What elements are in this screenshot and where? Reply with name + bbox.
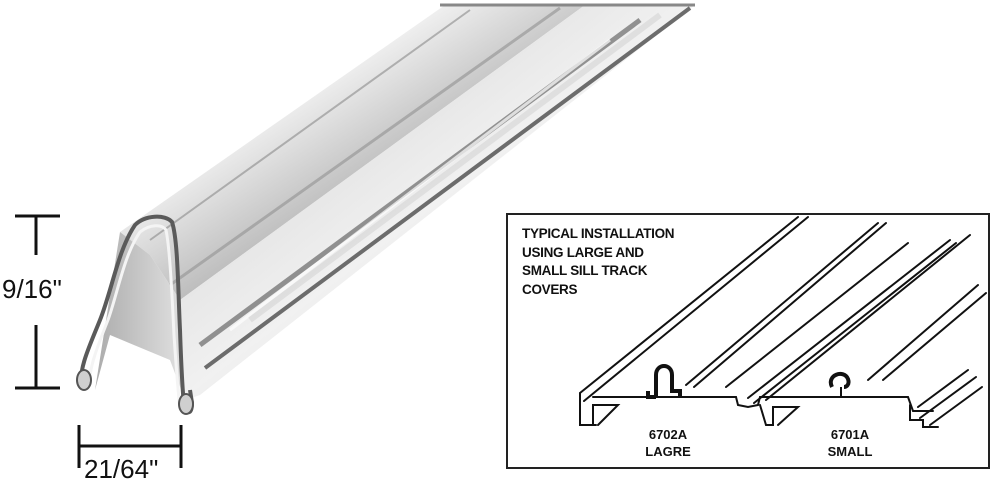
part-label-large: 6702A LAGRE xyxy=(628,426,708,460)
part-size-large: LAGRE xyxy=(645,444,691,459)
inset-title-line-2: USING LARGE AND xyxy=(522,244,644,260)
width-dimension xyxy=(77,425,183,468)
height-dimension-label: 9/16" xyxy=(2,274,62,304)
track-profile-end xyxy=(76,214,195,415)
part-size-small: SMALL xyxy=(827,444,873,459)
height-dimension xyxy=(15,214,60,390)
inset-title-line-4: COVERS xyxy=(522,281,578,297)
inset-title-line-3: SMALL SILL TRACK xyxy=(522,263,648,278)
installation-line-drawing xyxy=(579,216,987,428)
part-code-small: 6701A xyxy=(830,427,870,442)
track-body xyxy=(95,3,695,400)
part-label-small: 6701A SMALL xyxy=(810,426,890,460)
inset-title: TYPICAL INSTALLATION USING LARGE AND SMA… xyxy=(522,225,675,299)
inset-title-line-1: TYPICAL INSTALLATION xyxy=(522,226,675,241)
part-code-large: 6702A xyxy=(648,427,688,442)
width-dimension-label: 21/64" xyxy=(84,454,159,484)
installation-inset: TYPICAL INSTALLATION USING LARGE AND SMA… xyxy=(506,213,990,469)
